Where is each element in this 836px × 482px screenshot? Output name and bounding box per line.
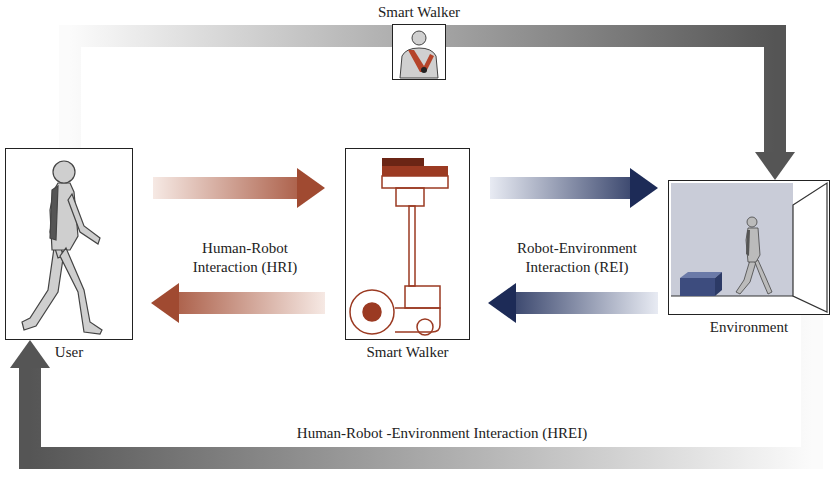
- person-strap: [746, 230, 750, 256]
- interaction-label: Human-Robot Interaction (HRI): [171, 239, 320, 277]
- arrow-shaft: [179, 292, 325, 314]
- walker-box: Smart Walker: [345, 148, 470, 340]
- person-leg: [754, 260, 772, 294]
- person-head: [747, 217, 757, 227]
- figure-arm: [68, 194, 100, 244]
- arrow-shaft: [30, 315, 812, 458]
- interaction-arrow: [153, 168, 325, 208]
- figure-head: [53, 161, 75, 183]
- walker-pole: [409, 206, 415, 286]
- scene-person: [736, 217, 772, 294]
- figure-strap: [50, 186, 58, 240]
- user-figure: [22, 161, 102, 334]
- interaction-label: Robot-Environment Interaction (REI): [495, 239, 659, 277]
- walker-base: [405, 286, 440, 308]
- arrow-head: [755, 152, 795, 180]
- walker-panel: [382, 176, 448, 188]
- walker-handle: [382, 166, 448, 176]
- walker-drawing: [350, 158, 448, 335]
- interaction-arrow: [151, 283, 325, 323]
- walker-icon: [392, 24, 446, 80]
- icon-box: Smart Walker: [392, 24, 446, 80]
- interaction-arrow: [488, 283, 658, 323]
- arrow-shaft: [70, 36, 775, 152]
- person-leg: [736, 260, 756, 294]
- node-title: Smart Walker: [378, 3, 460, 22]
- icon-ground: [392, 24, 446, 80]
- arrow-shaft: [490, 177, 630, 199]
- icon-strap: [408, 50, 434, 72]
- arrow-shaft: [516, 292, 658, 314]
- walker-wheel: [350, 290, 394, 334]
- arrow-head: [630, 168, 658, 208]
- walker-mount: [396, 188, 424, 206]
- node-title: Environment: [710, 318, 788, 337]
- figure-leg: [22, 248, 64, 330]
- walker-handle: [382, 158, 424, 166]
- scene-box: [715, 272, 722, 296]
- walker-caster: [417, 319, 433, 335]
- arrow-head: [151, 283, 179, 323]
- scene-box: [680, 278, 715, 296]
- icon-shoulders: [400, 48, 438, 78]
- interaction-arrow: [10, 315, 812, 458]
- environment-box: Environment: [668, 180, 830, 315]
- interaction-arrow: [70, 36, 795, 180]
- walker-hub: [363, 303, 381, 321]
- environment-scene: [671, 183, 827, 312]
- arrow-shaft: [153, 177, 297, 199]
- scene-box: [680, 272, 722, 278]
- arrow-head: [488, 283, 516, 323]
- node-title: User: [55, 343, 83, 362]
- person-body: [746, 228, 760, 262]
- scene-side-wall: [793, 183, 827, 312]
- interaction-arrow: [490, 168, 658, 208]
- figure-leg: [60, 248, 102, 334]
- user-box: User: [5, 148, 133, 340]
- icon-sensor: [421, 67, 427, 73]
- icon-head: [412, 31, 426, 45]
- arrow-head: [10, 340, 50, 368]
- node-title: Smart Walker: [366, 343, 448, 362]
- interaction-label: Human-Robot -Environment Interaction (HR…: [230, 424, 654, 443]
- scene-wall: [671, 183, 793, 296]
- arrow-head: [297, 168, 325, 208]
